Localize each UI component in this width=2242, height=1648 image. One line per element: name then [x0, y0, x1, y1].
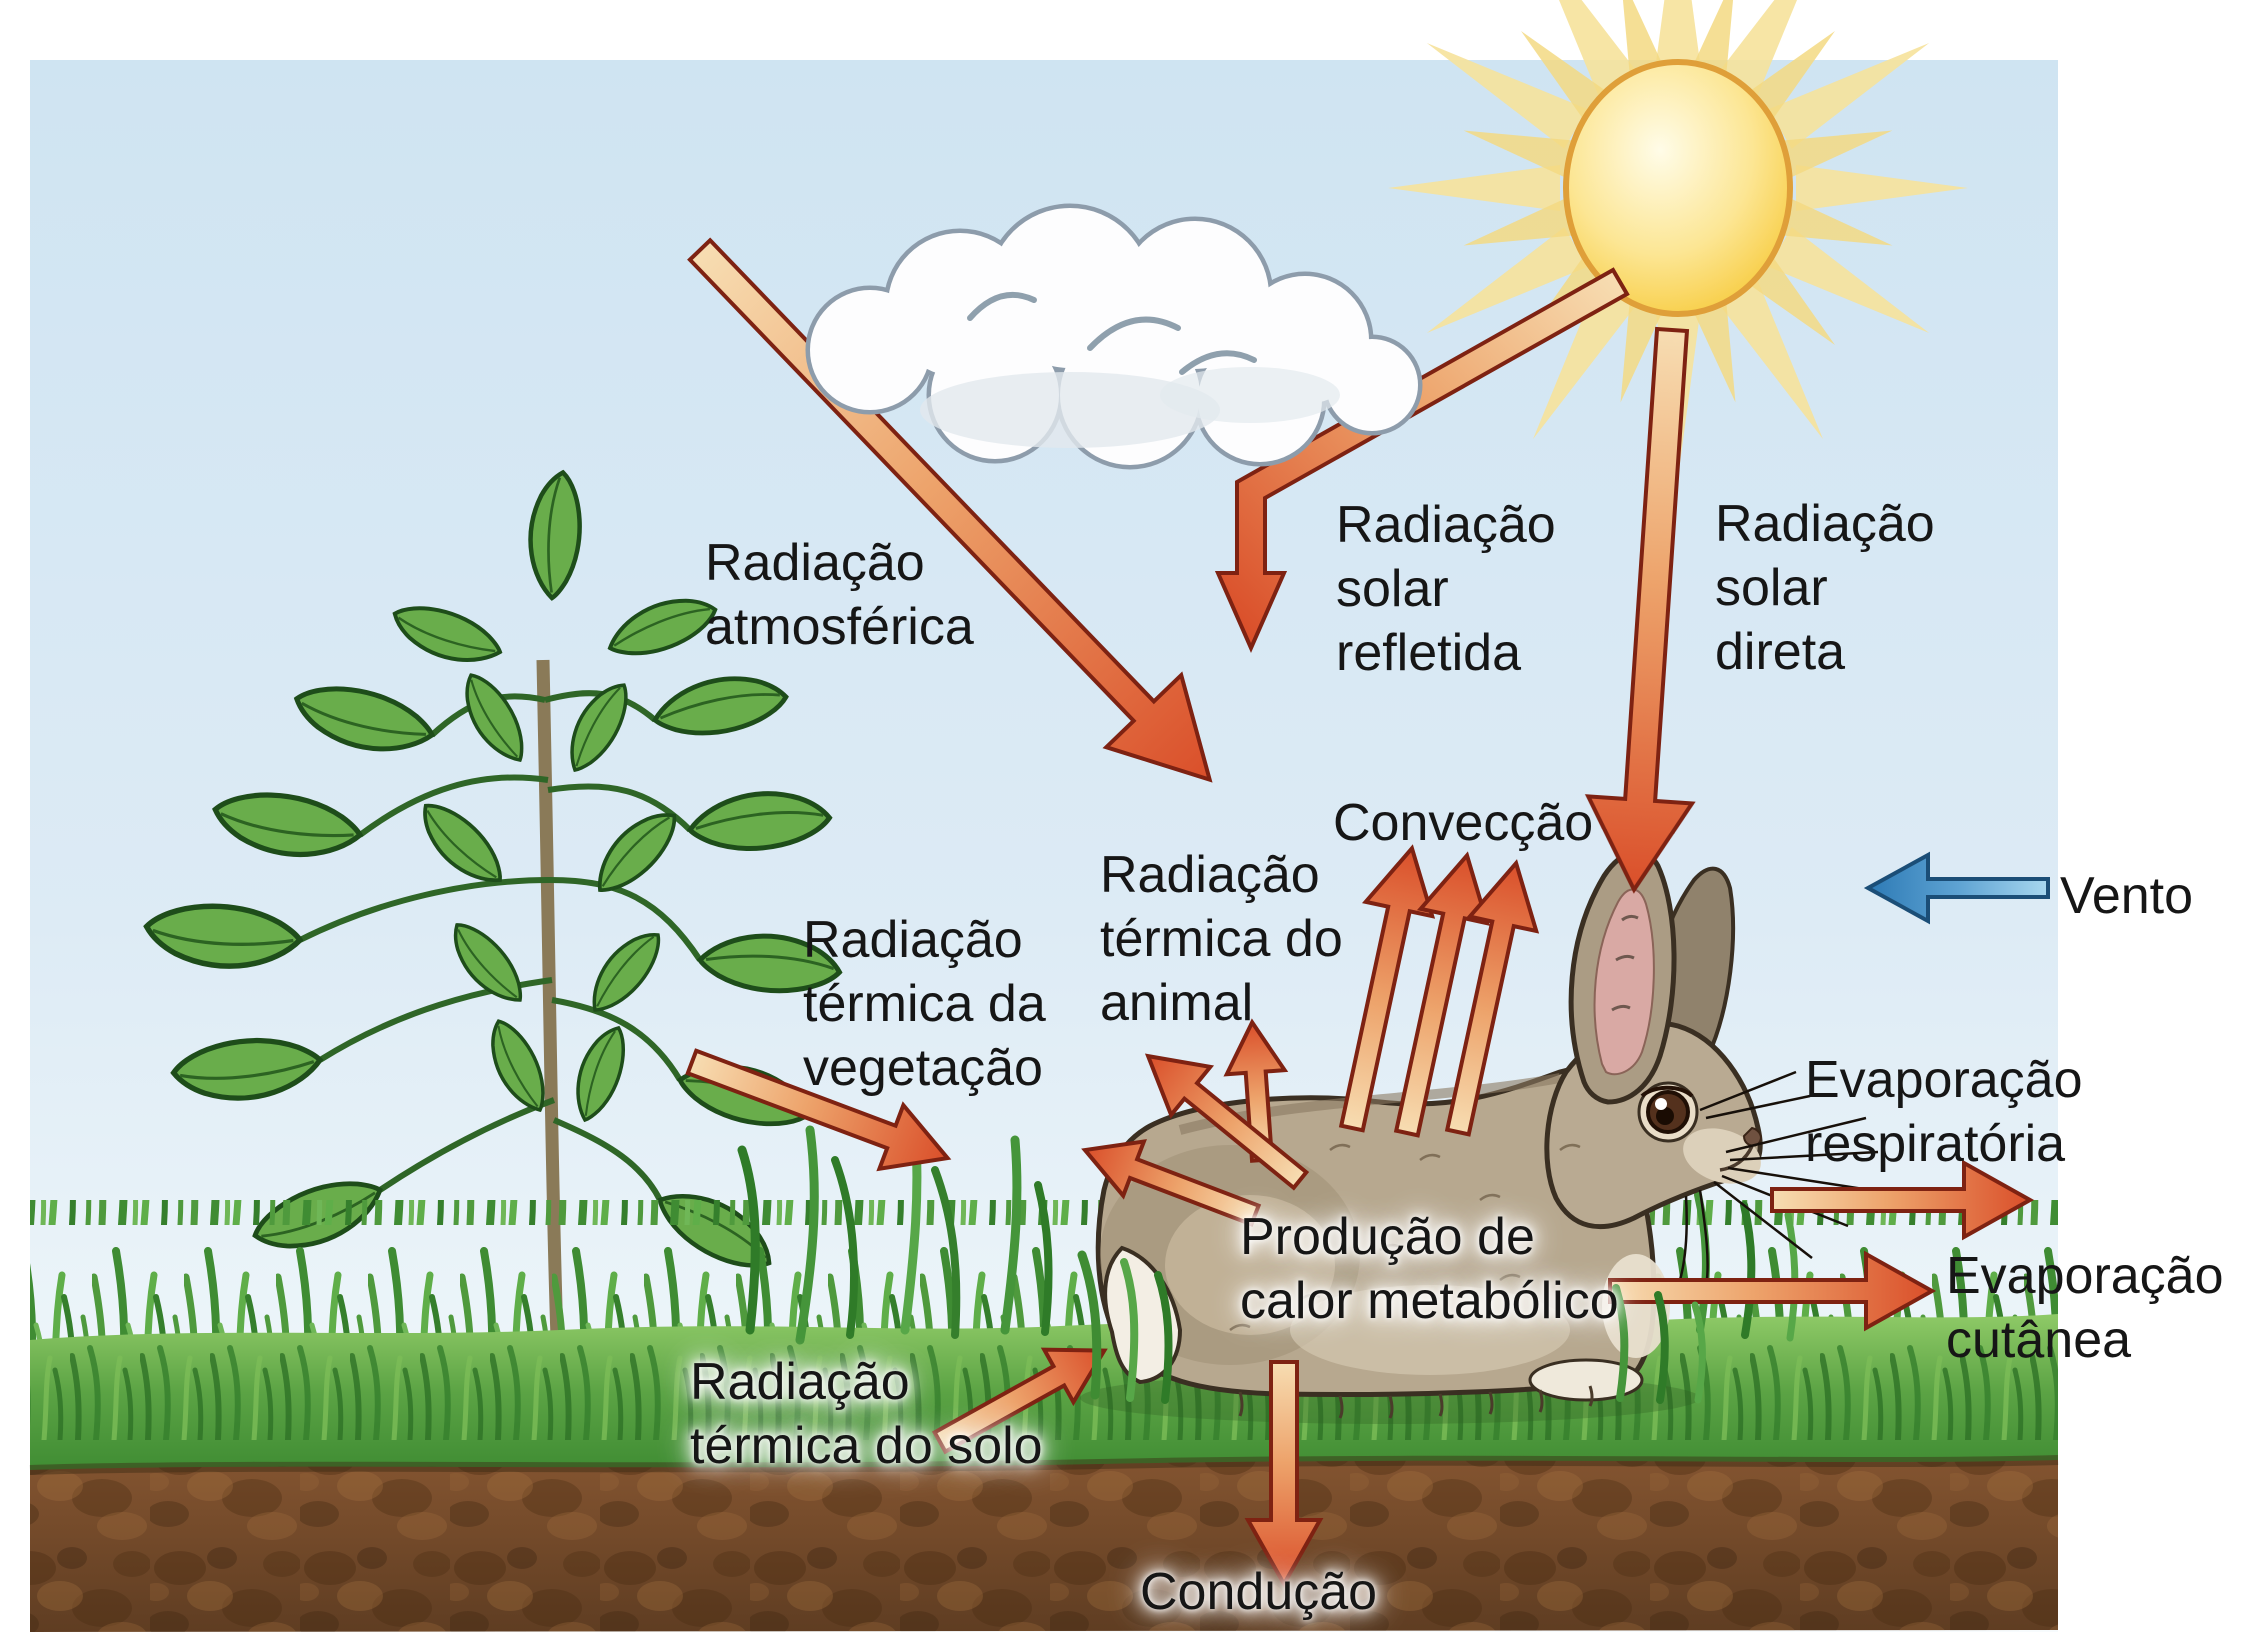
animal-thermal-radiation-arrows	[1081, 1018, 1310, 1227]
label-animal-thermal: Radiação térmica do animal	[1100, 846, 1343, 1032]
soil-thermal-radiation-arrow	[931, 1347, 1108, 1455]
foreground-grass	[1077, 1250, 1706, 1404]
label-soil-thermal: Radiação térmica do solo	[690, 1353, 1043, 1475]
reflected-solar-radiation-arrow	[1214, 267, 1630, 653]
convection-arrows	[1338, 844, 1540, 1138]
wind-arrow	[1863, 851, 2050, 925]
vegetation-thermal-radiation-arrow	[685, 1048, 952, 1172]
label-convection: Convecção	[1333, 794, 1594, 852]
label-cutaneous-evaporation: Evaporação cutânea	[1946, 1247, 2224, 1369]
label-vegetation-thermal: Radiação térmica da vegetação	[803, 911, 1046, 1097]
cloud-icon	[805, 203, 1423, 470]
label-respiratory-evaporation: Evaporação respiratória	[1805, 1051, 2083, 1173]
sun-icon	[1388, 0, 1968, 478]
label-metabolic-heat: Produção de calor metabólico	[1240, 1208, 1619, 1330]
label-direct-solar: Radiação solar direta	[1715, 495, 1935, 681]
conduction-arrow	[1244, 1360, 1324, 1589]
respiratory-evaporation-arrow	[1770, 1159, 2035, 1241]
label-atmospheric-radiation: Radiação atmosférica	[705, 534, 974, 656]
label-reflected-solar: Radiação solar refletida	[1336, 496, 1556, 682]
direct-solar-radiation-arrow	[1584, 326, 1696, 894]
label-wind: Vento	[2060, 867, 2194, 925]
label-conduction: Condução	[1140, 1563, 1378, 1621]
soil-icon	[29, 1455, 2059, 1632]
cutaneous-evaporation-arrow	[1608, 1250, 1937, 1332]
